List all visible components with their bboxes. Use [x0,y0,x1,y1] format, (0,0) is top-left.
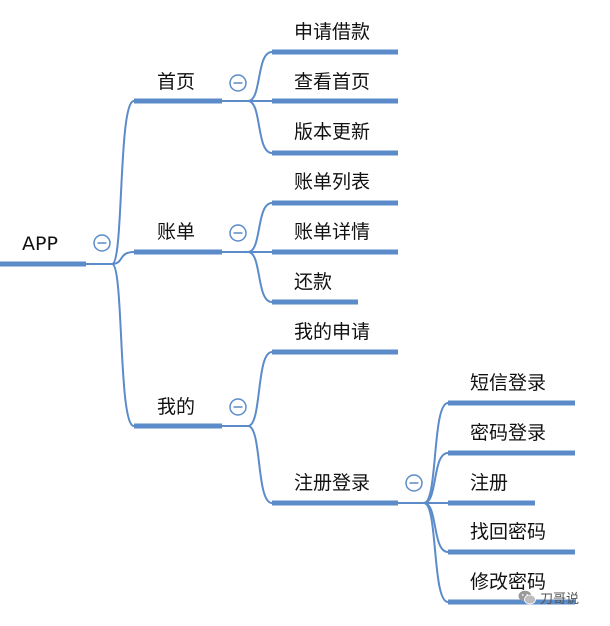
node-register[interactable]: 注册 [470,472,509,494]
node-apply-loan[interactable]: 申请借款 [294,21,371,43]
edge-mine-to-register-login [222,425,273,504]
node-sms-login[interactable]: 短信登录 [470,372,547,394]
node-find-pwd[interactable]: 找回密码 [470,521,547,543]
edge-reg-to-pwd-login [398,452,449,504]
collapse-toggle-app[interactable] [93,234,111,252]
node-change-pwd[interactable]: 修改密码 [470,571,547,593]
edge-app-to-home [86,100,135,265]
edge-bill-to-bill-list [222,202,273,253]
node-pwd-login[interactable]: 密码登录 [470,422,547,444]
node-home[interactable]: 首页 [157,71,196,93]
node-app[interactable]: APP [22,233,58,255]
edge-home-to-version-update [222,100,273,154]
edge-reg-to-sms-login [398,402,449,504]
edge-reg-to-change-pwd [398,502,449,603]
edge-bill-to-repay [222,251,273,303]
edge-app-to-bill [86,251,135,265]
collapse-toggle-bill[interactable] [229,224,247,242]
node-bill-list[interactable]: 账单列表 [294,171,371,193]
node-repay[interactable]: 还款 [294,271,333,293]
node-my-apply[interactable]: 我的申请 [294,321,371,343]
watermark-text: 刀哥说 [540,592,580,607]
node-register-login[interactable]: 注册登录 [294,472,371,494]
collapse-toggle-home[interactable] [229,74,247,92]
node-version-update[interactable]: 版本更新 [294,121,371,143]
edge-app-to-mine [86,263,135,427]
collapse-toggle-register-login[interactable] [405,474,423,492]
edge-mine-to-my-apply [222,351,273,427]
collapse-toggle-mine[interactable] [229,398,247,416]
node-mine[interactable]: 我的 [157,396,196,418]
edge-home-to-apply-loan [222,51,273,102]
wechat-icon [518,590,536,605]
node-view-home[interactable]: 查看首页 [294,71,371,93]
watermark: 刀哥说 [518,588,579,607]
edge-reg-to-find-pwd [398,502,449,553]
node-bill-detail[interactable]: 账单详情 [294,221,371,243]
node-bill[interactable]: 账单 [157,221,196,243]
